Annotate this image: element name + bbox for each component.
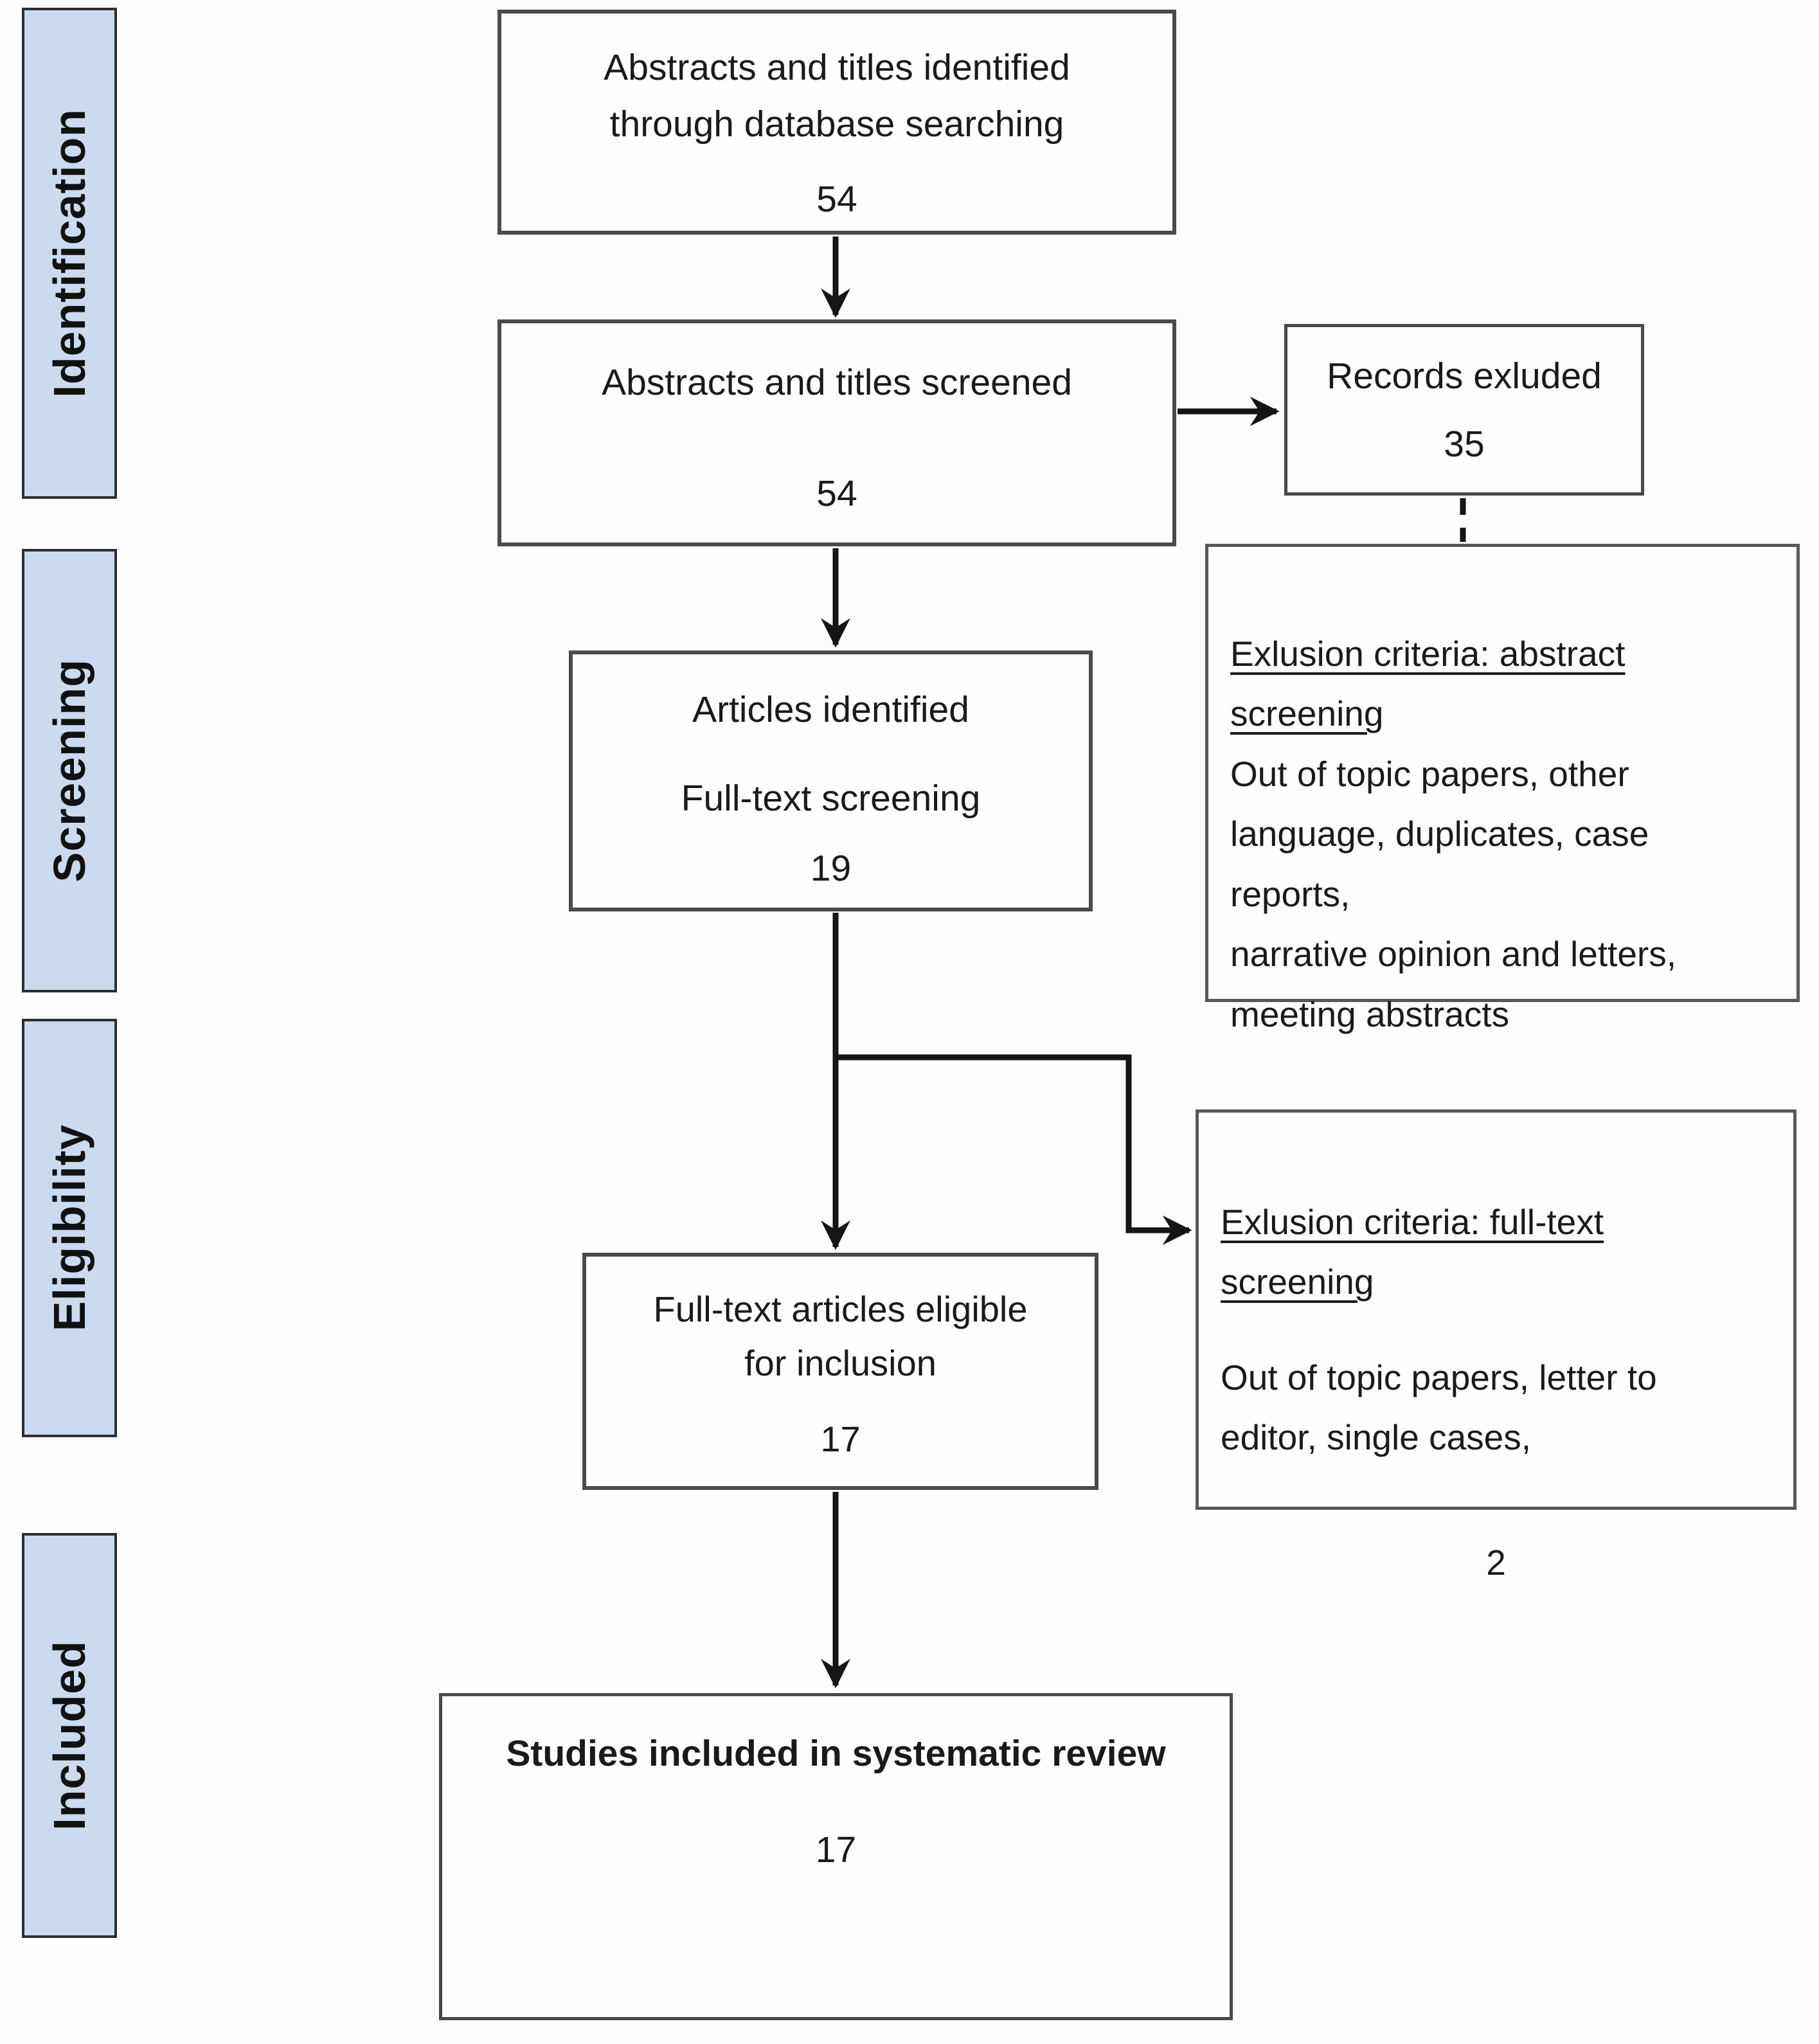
box-exclusion-criteria-abstract: Exlusion criteria: abstract screening Ou… xyxy=(1205,544,1800,1034)
stage-included: Included xyxy=(22,1533,117,1938)
box-abstracts-screened-title: Abstracts and titles screened xyxy=(602,362,1072,403)
exclusion-fulltext-count: 2 xyxy=(1486,1543,1506,1582)
branch-articles-to-fulltext-criteria xyxy=(836,1054,1192,1245)
box-studies-included: Studies included in systematic review 17 xyxy=(439,1693,1233,2020)
box-fulltext-eligible-count: 17 xyxy=(820,1419,861,1459)
box-exclusion-criteria-fulltext: Exlusion criteria: full-text screening O… xyxy=(1196,1109,1797,1582)
stage-eligibility-label: Eligibility xyxy=(44,1124,94,1332)
box-articles-identified-count: 19 xyxy=(810,847,852,889)
box-articles-identified-subtitle: Full-text screening xyxy=(681,778,981,820)
box-records-excluded-count: 35 xyxy=(1444,424,1485,465)
box-abstracts-identified-title: Abstracts and titles identified through … xyxy=(604,47,1070,145)
stage-screening: Screening xyxy=(22,549,117,992)
stage-screening-label: Screening xyxy=(44,659,94,883)
exclusion-abstract-body: Out of topic papers, other language, dup… xyxy=(1230,753,1677,1034)
box-abstracts-identified-count: 54 xyxy=(816,178,857,220)
box-abstracts-screened: Abstracts and titles screened 54 xyxy=(497,319,1176,546)
box-fulltext-eligible-title: Full-text articles eligible for inclusio… xyxy=(653,1289,1028,1383)
box-records-excluded-title: Records exluded xyxy=(1327,355,1602,397)
exclusion-abstract-heading: Exlusion criteria: abstract screening xyxy=(1230,633,1626,734)
box-studies-included-count: 17 xyxy=(815,1829,857,1871)
stage-identification-label: Identification xyxy=(44,109,94,398)
stage-identification: Identification xyxy=(22,8,117,499)
box-articles-identified-title: Articles identified xyxy=(692,689,969,730)
box-abstracts-identified: Abstracts and titles identified through … xyxy=(497,10,1176,235)
exclusion-fulltext-heading: Exlusion criteria: full-text screening xyxy=(1221,1201,1604,1302)
box-studies-included-title: Studies included in systematic review xyxy=(506,1733,1166,1774)
exclusion-fulltext-body: Out of topic papers, letter to editor, s… xyxy=(1221,1357,1657,1458)
box-articles-identified: Articles identified Full-text screening … xyxy=(569,650,1093,911)
box-records-excluded: Records exluded 35 xyxy=(1284,324,1644,496)
box-abstracts-screened-count: 54 xyxy=(816,473,857,515)
stage-included-label: Included xyxy=(44,1640,94,1831)
stage-eligibility: Eligibility xyxy=(22,1019,117,1437)
box-fulltext-eligible: Full-text articles eligible for inclusio… xyxy=(582,1253,1098,1490)
